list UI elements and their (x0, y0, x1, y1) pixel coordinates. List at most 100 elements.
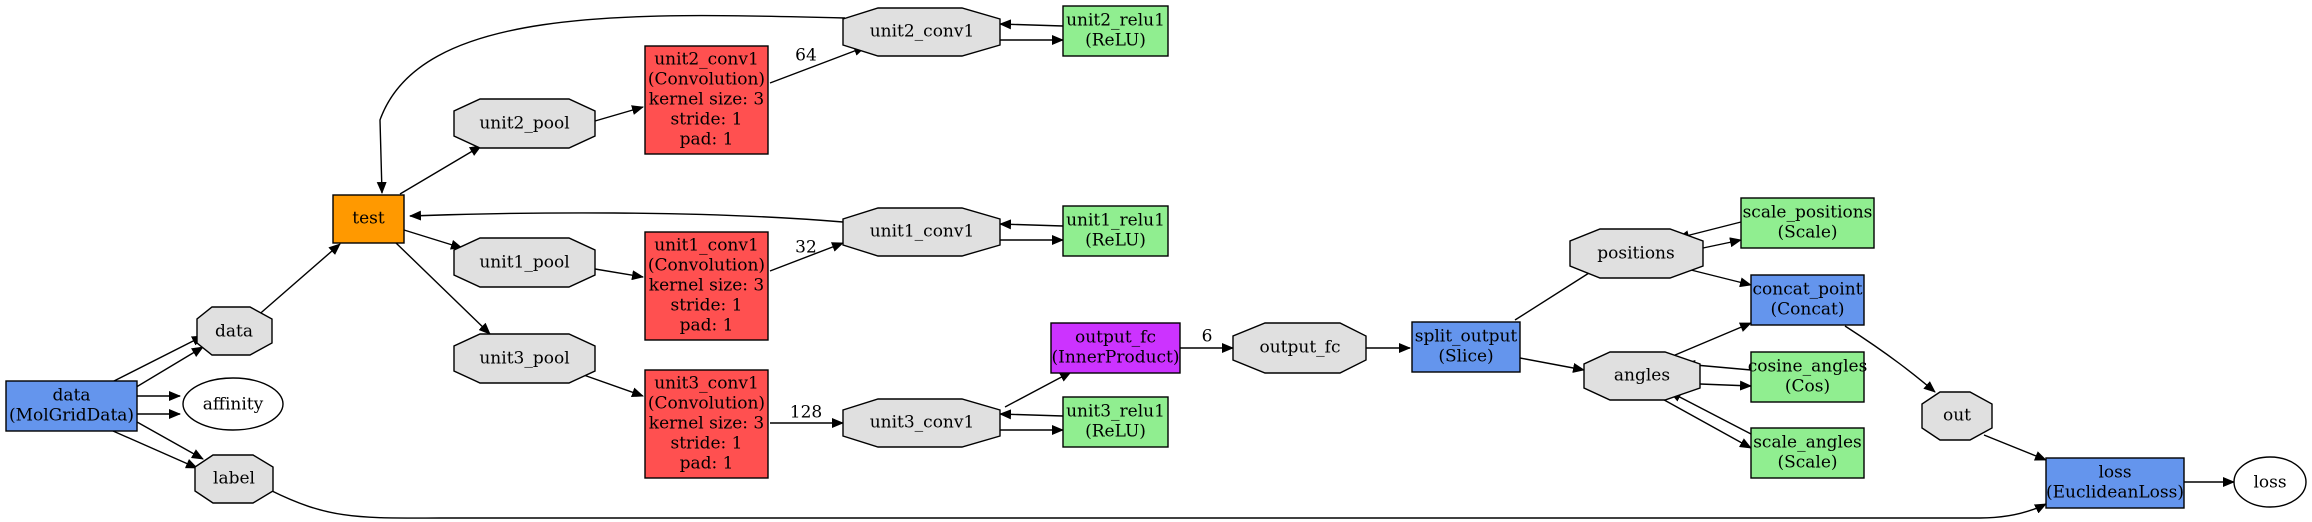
node-unit2-conv1-layer[interactable]: unit2_conv1 (Convolution) kernel size: 3… (644, 45, 769, 155)
node-unit1-conv1-blob[interactable]: unit1_conv1 (842, 207, 1001, 257)
edge-unit1-conv-to-blob (769, 242, 844, 272)
nodes: data (MolGridData) data affinity label t… (5, 5, 2307, 509)
blob-octagon (842, 207, 1001, 257)
edge-label-unit3: 128 (790, 403, 822, 423)
node-sublabel: (MolGridData) (9, 406, 134, 426)
node-label: data (215, 322, 253, 342)
node-param: kernel size: 3 (649, 276, 764, 296)
node-unit1-relu1[interactable]: unit1_relu1 (ReLU) (1062, 205, 1169, 257)
edge-out-to-loss (1983, 434, 2047, 461)
node-label: angles (1614, 366, 1670, 386)
blob-octagon (194, 454, 274, 504)
node-unit1-conv1-layer[interactable]: unit1_conv1 (Convolution) kernel size: 3… (644, 231, 769, 341)
edge-unit3-pool-to-conv (577, 372, 644, 398)
layer-box (1411, 321, 1521, 373)
node-unit2-pool[interactable]: unit2_pool (453, 98, 596, 149)
node-unit1-pool[interactable]: unit1_pool (453, 237, 596, 288)
node-test[interactable]: test (332, 194, 405, 244)
edge-label-unit1: 32 (795, 238, 817, 258)
edge-split-to-angles (1519, 357, 1585, 373)
node-sublabel: (ReLU) (1085, 422, 1146, 442)
edge-unit1-pool-to-conv (594, 268, 644, 281)
edge-unit2-conv-to-blob (769, 46, 866, 84)
node-output-fc-blob[interactable]: output_fc (1232, 322, 1367, 374)
node-loss-blob[interactable]: loss (2233, 456, 2307, 508)
node-label: data (53, 386, 91, 406)
edge-label-output-fc: 6 (1202, 327, 1213, 347)
blob-ellipse (182, 377, 284, 431)
blob-octagon (842, 7, 1001, 57)
node-loss-layer[interactable]: loss (EuclideanLoss) (2045, 457, 2185, 509)
node-label: unit2_conv1 (654, 50, 759, 70)
layer-box (5, 380, 138, 432)
node-output-fc-layer[interactable]: output_fc (InnerProduct) (1050, 322, 1181, 374)
node-param: kernel size: 3 (649, 414, 764, 434)
layer-box (1740, 197, 1875, 249)
node-label-blob[interactable]: label (194, 454, 274, 504)
node-label: output_fc (1075, 328, 1156, 348)
node-positions[interactable]: positions (1569, 228, 1704, 279)
edge-label-unit2: 64 (795, 46, 817, 66)
node-sublabel: (Scale) (1777, 223, 1837, 243)
edge-angles-to-cosine (1699, 380, 1752, 391)
node-label: out (1943, 406, 1971, 426)
node-param: pad: 1 (680, 454, 734, 474)
edge-unit2-pool-to-conv (594, 105, 644, 122)
layer-box (332, 194, 405, 244)
edge-unit2-relu-to-blob (999, 19, 1064, 30)
node-affinity[interactable]: affinity (182, 377, 284, 431)
node-cosine-angles[interactable]: cosine_angles (Cos) (1748, 351, 1868, 403)
blob-octagon (453, 98, 596, 149)
node-unit3-conv1-layer[interactable]: unit3_conv1 (Convolution) kernel size: 3… (644, 369, 769, 479)
layer-box (2045, 457, 2185, 509)
node-unit3-pool[interactable]: unit3_pool (453, 333, 596, 384)
edge-data-blob-to-test (254, 243, 341, 319)
node-param: pad: 1 (680, 130, 734, 150)
node-label: label (213, 469, 255, 489)
node-sublabel: (ReLU) (1085, 31, 1146, 51)
blob-octagon (1583, 351, 1701, 401)
blob-octagon (1232, 322, 1367, 374)
edge-angles-to-scale-angles (1656, 395, 1752, 449)
node-scale-positions[interactable]: scale_positions (Scale) (1740, 197, 1875, 249)
node-label: test (352, 209, 385, 229)
edge-label-to-loss (269, 489, 2047, 519)
node-sublabel: (Concat) (1771, 300, 1845, 320)
node-unit2-conv1-blob[interactable]: unit2_conv1 (842, 7, 1001, 57)
node-unit2-relu1[interactable]: unit2_relu1 (ReLU) (1062, 5, 1169, 57)
node-label: unit3_conv1 (654, 374, 759, 394)
blob-octagon (453, 237, 596, 288)
layer-box (1062, 205, 1169, 257)
node-sublabel: (Scale) (1777, 453, 1837, 473)
node-label: unit2_conv1 (870, 22, 975, 42)
node-unit3-conv1-blob[interactable]: unit3_conv1 (842, 398, 1001, 448)
node-unit3-relu1[interactable]: unit3_relu1 (ReLU) (1062, 396, 1169, 448)
node-label: unit3_pool (479, 349, 569, 369)
node-split-output[interactable]: split_output (Slice) (1411, 321, 1521, 373)
edge-positions-to-scale-positions (1702, 237, 1742, 249)
edge-test-to-unit3-pool (394, 241, 491, 335)
layer-box (644, 45, 769, 155)
node-data-layer[interactable]: data (MolGridData) (5, 380, 138, 432)
edge-data-layer-to-data-blob-2 (127, 346, 204, 393)
node-sublabel: (InnerProduct) (1051, 348, 1179, 368)
node-sublabel: (Convolution) (648, 394, 765, 414)
node-concat-point[interactable]: concat_point (Concat) (1750, 274, 1865, 326)
edge-data-layer-to-data-blob-1 (111, 335, 204, 383)
node-data-blob[interactable]: data (196, 306, 273, 356)
layer-box (1750, 351, 1865, 403)
layer-box (1050, 322, 1181, 374)
edge-test-to-unit2-pool (399, 145, 482, 195)
edge-labels: 64 32 128 6 (790, 46, 1213, 423)
layer-box (1750, 427, 1865, 479)
node-label: affinity (203, 395, 264, 415)
node-scale-angles[interactable]: scale_angles (Scale) (1750, 427, 1865, 479)
blob-octagon (842, 398, 1001, 448)
node-angles[interactable]: angles (1583, 351, 1701, 401)
node-out[interactable]: out (1921, 391, 1993, 441)
edge-unit3-relu-to-blob (999, 409, 1064, 420)
edge-concat-to-out (1844, 325, 1936, 393)
node-label: output_fc (1260, 338, 1341, 358)
node-sublabel: (ReLU) (1085, 231, 1146, 251)
